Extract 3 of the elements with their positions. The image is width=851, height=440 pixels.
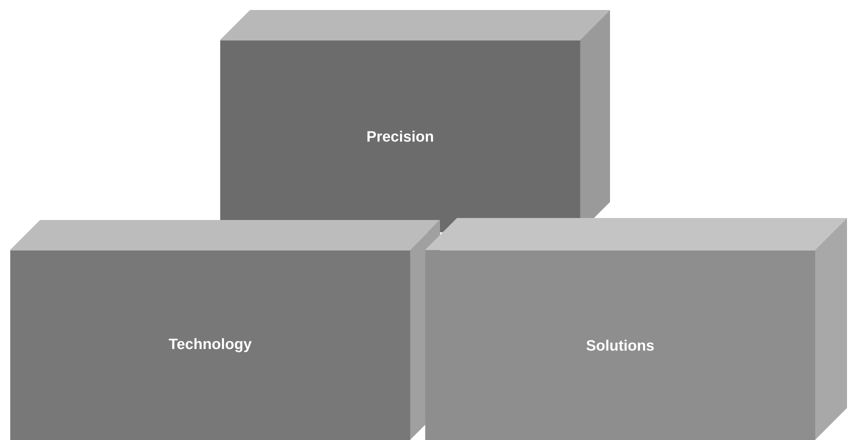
block: Precision	[220, 10, 610, 232]
block: Technology	[10, 220, 440, 440]
block: Solutions	[425, 218, 847, 440]
